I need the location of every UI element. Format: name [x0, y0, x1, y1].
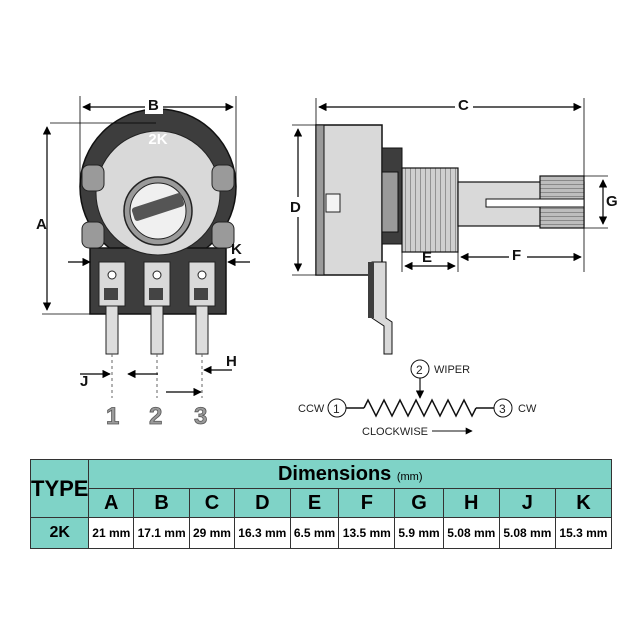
label-cw: CW — [518, 403, 537, 415]
value-j: 5.08 mm — [498, 517, 556, 549]
value-b: 17.1 mm — [133, 517, 191, 549]
pin-number-1: 1 — [106, 403, 119, 430]
col-header-g: G — [394, 488, 444, 518]
col-header-j: J — [498, 488, 556, 518]
col-header-f: F — [338, 488, 396, 518]
dimension-c: C — [315, 96, 585, 176]
dim-label-g: G — [606, 193, 618, 210]
dimension-e: E — [401, 249, 459, 272]
dim-label-h: H — [226, 353, 237, 370]
potentiometer-drawing: 2K — [36, 96, 622, 438]
value-a: 21 mm — [88, 517, 135, 549]
terminal-3 — [188, 261, 216, 355]
dimension-h: H — [166, 353, 237, 397]
dimension-g: G — [584, 175, 622, 229]
side-terminal-dark — [368, 262, 374, 318]
front-tab-right-top — [211, 164, 235, 192]
terminal-2 — [143, 261, 171, 355]
type-header: TYPE — [29, 459, 90, 518]
value-d: 16.3 mm — [233, 517, 291, 549]
dimensions-table: TYPE Dimensions (mm) A B C D E F G H J K… — [29, 459, 613, 549]
col-header-a: A — [88, 488, 135, 518]
schematic: CCW 1 3 CW 2 WIPER CLOCKWISE — [298, 359, 537, 438]
dim-label-k: K — [231, 241, 242, 258]
dimension-a: A — [36, 122, 156, 315]
dimension-k: K — [68, 241, 250, 267]
pin-ccw-number: 1 — [333, 402, 340, 416]
col-header-e: E — [289, 488, 340, 518]
side-collar-inner — [381, 171, 399, 233]
dim-label-e: E — [422, 249, 432, 266]
value-g: 5.9 mm — [394, 517, 444, 549]
front-terminals — [98, 261, 216, 355]
front-tab-right-bottom — [211, 221, 235, 249]
dim-label-f: F — [512, 247, 521, 264]
dim-label-d: D — [290, 199, 301, 216]
label-clockwise: CLOCKWISE — [362, 426, 428, 438]
side-view: C D E F G — [287, 96, 622, 355]
dim-label-j: J — [80, 373, 88, 390]
dim-label-c: C — [458, 97, 469, 114]
dim-label-a: A — [36, 216, 47, 233]
terminal-1 — [98, 261, 126, 355]
dimension-j: J — [80, 369, 158, 390]
table-title-text: Dimensions — [277, 462, 392, 485]
col-header-b: B — [133, 488, 191, 518]
pin-cw-circle — [493, 398, 513, 418]
side-bushing — [401, 167, 459, 253]
value-e: 6.5 mm — [289, 517, 340, 549]
label-ccw: CCW — [298, 403, 325, 415]
dimension-f: F — [460, 228, 585, 272]
col-header-c: C — [189, 488, 235, 518]
pin-wiper-number: 2 — [416, 363, 423, 377]
front-tab-left-top — [81, 164, 105, 192]
front-view: 2K — [36, 96, 250, 430]
body-label: 2K — [148, 131, 167, 148]
col-header-k: K — [554, 488, 613, 518]
value-c: 29 mm — [189, 517, 235, 549]
side-shaft-slot — [485, 198, 585, 208]
front-shaft-slot — [131, 193, 185, 221]
pin-number-2: 2 — [149, 403, 162, 430]
side-body-clip — [325, 193, 341, 213]
pin-number-3: 3 — [194, 403, 207, 430]
pin-cw-number: 3 — [499, 402, 506, 416]
dim-label-b: B — [148, 97, 159, 114]
table-title-unit: (mm) — [396, 470, 423, 483]
col-header-d: D — [233, 488, 291, 518]
dimension-b: B — [79, 96, 237, 187]
dimension-d: D — [287, 124, 316, 276]
resistor-zigzag — [363, 398, 477, 418]
value-h: 5.08 mm — [442, 517, 500, 549]
value-k: 15.3 mm — [554, 517, 613, 549]
table-title: Dimensions (mm) — [88, 459, 612, 489]
table-row: 2K 21 mm 17.1 mm 29 mm 16.3 mm 6.5 mm 13… — [29, 517, 613, 549]
value-f: 13.5 mm — [338, 517, 396, 549]
side-terminal — [371, 261, 393, 355]
side-body-face — [315, 124, 325, 276]
front-tab-left-bottom — [81, 221, 105, 249]
col-header-h: H — [442, 488, 500, 518]
table-header-row: TYPE Dimensions (mm) — [29, 459, 612, 518]
label-wiper: WIPER — [434, 364, 470, 376]
table-letter-row: A B C D E F G H J K — [31, 488, 613, 518]
row-type-cell: 2K — [29, 517, 90, 549]
